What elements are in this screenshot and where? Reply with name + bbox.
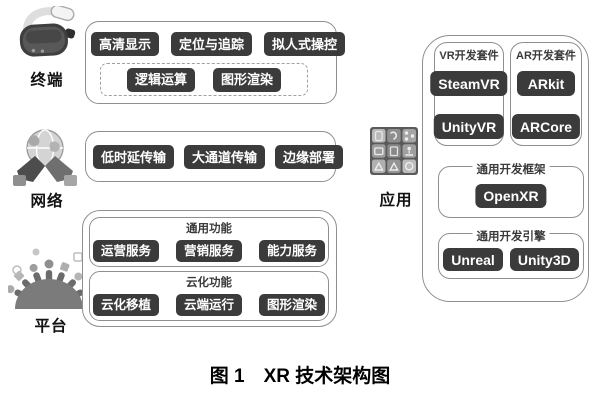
chip-marketing-service: 营销服务 <box>175 240 242 262</box>
common-chip-row: 运营服务 营销服务 能力服务 <box>93 240 325 262</box>
chip-operation-service: 运营服务 <box>93 240 160 262</box>
chip-capability-service: 能力服务 <box>258 240 325 262</box>
platform-common-group: 通用功能 运营服务 营销服务 能力服务 <box>89 217 329 267</box>
chip-graphics-rendering: 图形渲染 <box>213 67 282 92</box>
chip-cloud-graphics-rendering: 图形渲染 <box>258 294 325 316</box>
engine-chip-row: Unreal Unity3D <box>439 248 583 271</box>
engine-title: 通用开发引擎 <box>472 228 550 244</box>
network-box: 低时延传输 大通道传输 边缘部署 <box>85 131 344 182</box>
chip-unity3d: Unity3D <box>509 248 579 271</box>
chip-logic-computing: 逻辑运算 <box>126 67 195 92</box>
chip-positioning-tracking: 定位与追踪 <box>171 32 253 56</box>
framework-title: 通用开发框架 <box>472 161 550 177</box>
ar-kit-box: AR开发套件 ARkit ARCore <box>510 42 582 146</box>
terminal-box: 高清显示 定位与追踪 拟人式操控 逻辑运算 图形渲染 <box>85 21 346 104</box>
common-functions-title: 通用功能 <box>186 223 232 235</box>
label-platform: 平台 <box>34 318 68 335</box>
platform-cloud-group: 云化功能 云化移植 云端运行 图形渲染 <box>89 271 329 321</box>
application-panel: VR开发套件 SteamVR UnityVR AR开发套件 ARkit ARCo… <box>422 35 589 302</box>
engine-box: 通用开发引擎 Unreal Unity3D <box>438 228 584 279</box>
chip-hd-display: 高清显示 <box>91 32 160 56</box>
vr-kit-title: VR开发套件 <box>439 50 499 62</box>
chip-openxr: OpenXR <box>475 184 547 208</box>
label-application: 应用 <box>379 192 413 209</box>
chip-steamvr: SteamVR <box>430 71 508 96</box>
chip-cloud-running: 云端运行 <box>175 294 242 316</box>
figure-caption: 图 1 XR 技术架构图 <box>209 366 391 387</box>
platform-plugs-icon <box>6 246 92 312</box>
chip-arkit: ARkit <box>517 71 575 96</box>
framework-box: 通用开发框架 OpenXR <box>438 161 584 218</box>
app-grid-icon <box>370 127 418 175</box>
network-chip-row: 低时延传输 大通道传输 边缘部署 <box>93 145 344 169</box>
terminal-dashed-group: 逻辑运算 图形渲染 <box>100 63 308 96</box>
chip-cloud-porting: 云化移植 <box>93 294 160 316</box>
chip-humanlike-control: 拟人式操控 <box>264 32 346 56</box>
terminal-chip-row: 高清显示 定位与追踪 拟人式操控 <box>91 32 346 56</box>
chip-low-latency-transmission: 低时延传输 <box>93 145 175 169</box>
vr-kit-box: VR开发套件 SteamVR UnityVR <box>430 42 508 146</box>
cloud-chip-row: 云化移植 云端运行 图形渲染 <box>93 294 325 316</box>
label-terminal: 终端 <box>30 72 64 89</box>
ar-kit-title: AR开发套件 <box>516 50 576 62</box>
chip-unreal: Unreal <box>443 248 503 271</box>
chip-arcore: ARCore <box>511 114 581 139</box>
cloud-functions-title: 云化功能 <box>186 277 232 289</box>
chip-big-channel-transmission: 大通道传输 <box>184 145 266 169</box>
chip-unityvr: UnityVR <box>433 114 505 139</box>
platform-box: 通用功能 运营服务 营销服务 能力服务 云化功能 云化移植 云端运行 图形渲染 <box>82 210 337 327</box>
vr-headset-icon <box>18 4 76 64</box>
label-network: 网络 <box>30 193 64 210</box>
chip-edge-deployment: 边缘部署 <box>275 145 344 169</box>
globe-hands-icon <box>13 126 77 186</box>
